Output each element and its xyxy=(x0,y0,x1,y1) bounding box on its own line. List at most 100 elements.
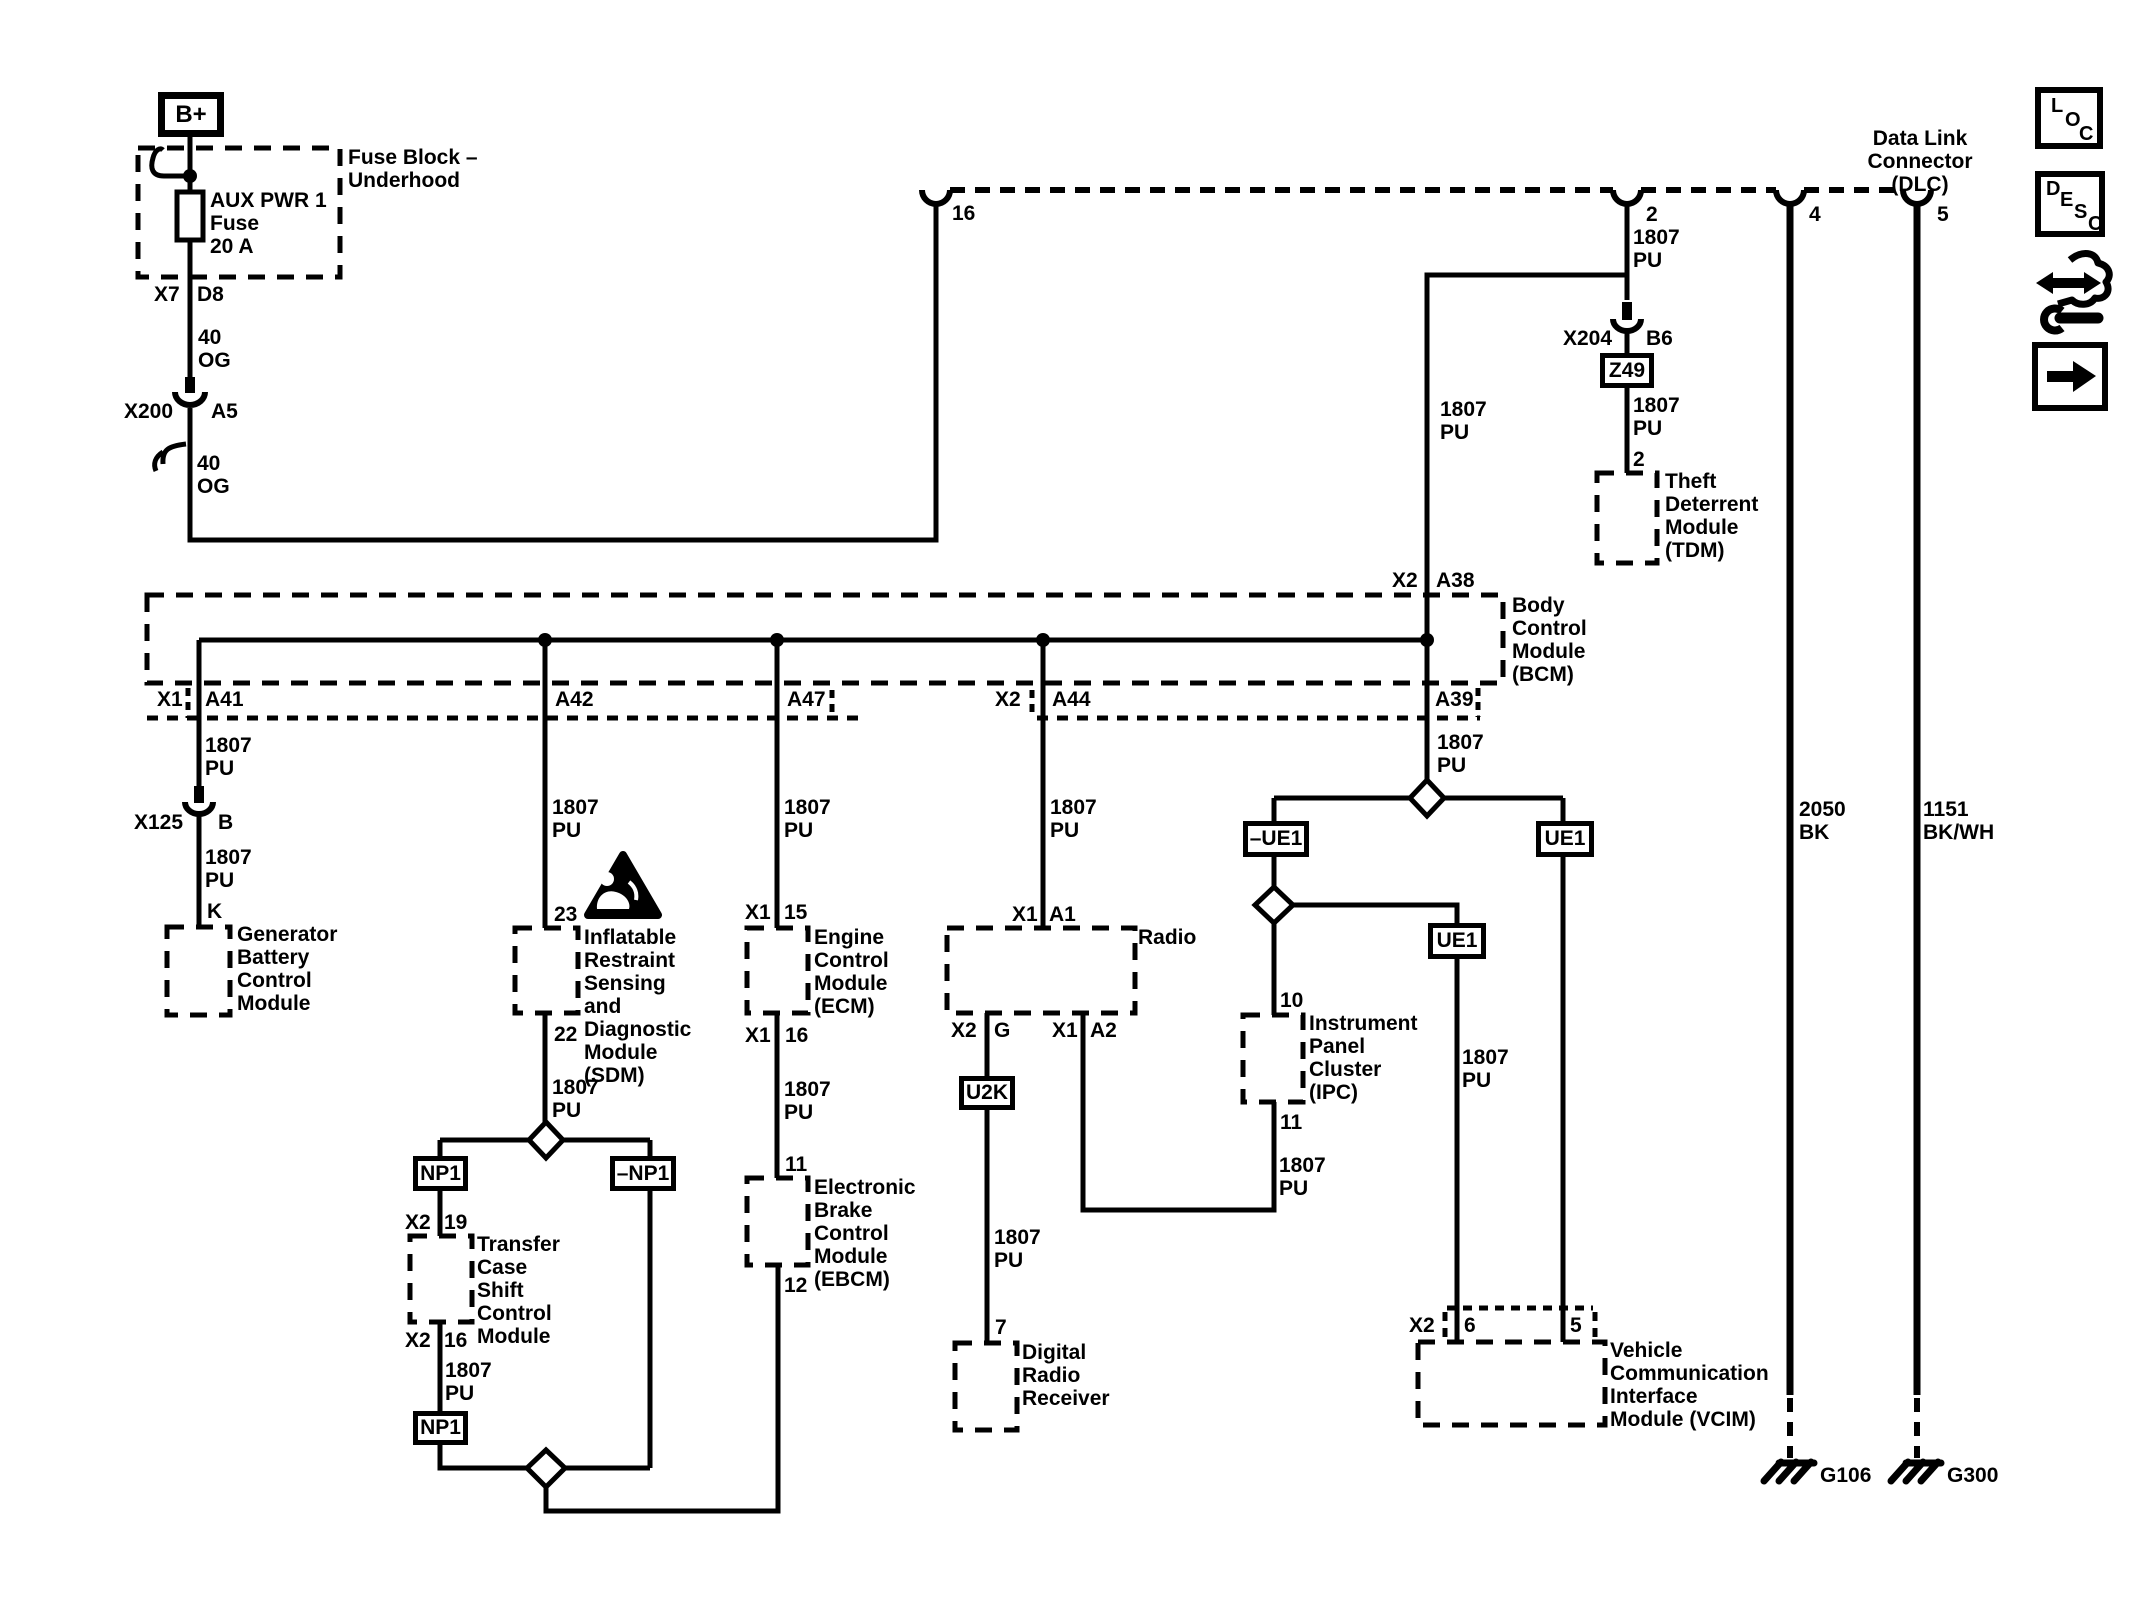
digital-radio-receiver-label: Digital Radio Receiver xyxy=(1022,1341,1110,1410)
tcase-conn-x2b: X2 xyxy=(405,1329,431,1352)
ecm-pin-16: 16 xyxy=(785,1024,809,1047)
bcm-conn-x2-a44: X2 xyxy=(995,688,1021,711)
forward-arrow-icon[interactable] xyxy=(2032,342,2108,411)
sdm-pin-23: 23 xyxy=(554,903,578,926)
connector-x204: X204 xyxy=(1563,327,1613,350)
bcm-pin-a47: A47 xyxy=(787,688,826,711)
ground-g300-label: G300 xyxy=(1947,1464,1999,1487)
dlc-pin5-connector-icon xyxy=(1900,189,1934,207)
fuse-element-icon xyxy=(174,189,206,243)
vcim-pin-5: 5 xyxy=(1570,1314,1582,1337)
bcm-box xyxy=(144,592,1506,686)
wire-1807-pu-a39: 1807 PU xyxy=(1437,731,1484,777)
vcim-conn-x2: X2 xyxy=(1409,1314,1435,1337)
tdm-box xyxy=(1594,470,1660,566)
wire-1151-bkwh-label: 1151 BK/WH xyxy=(1923,798,1995,844)
wire-1807-pu-tcase: 1807 PU xyxy=(445,1359,492,1405)
airbag-warning-triangle-icon xyxy=(584,851,662,919)
splice-pack-np1-top: NP1 xyxy=(413,1156,468,1191)
loc-icon[interactable]: L O C xyxy=(2035,87,2103,149)
connector-symbols xyxy=(172,189,1934,817)
tdm-label: Theft Deterrent Module (TDM) xyxy=(1665,470,1759,562)
pin-a5: A5 xyxy=(211,400,238,423)
ecm-conn-x1: X1 xyxy=(745,901,771,924)
wire-1807-pu-ipc: 1807 PU xyxy=(1279,1154,1326,1200)
splice-pack-neg-np1: –NP1 xyxy=(610,1156,676,1191)
digital-radio-receiver-box xyxy=(952,1340,1020,1433)
sdm-box xyxy=(512,925,581,1016)
splice-diamonds xyxy=(523,776,1448,1491)
junction-dots xyxy=(183,169,1434,647)
fuse-block-label: Fuse Block – Underhood xyxy=(348,146,478,192)
ipc-label: Instrument Panel Cluster (IPC) xyxy=(1309,1012,1418,1104)
wire-to-ebcm12 xyxy=(543,1265,781,1514)
dlc-pin-4: 4 xyxy=(1809,203,1821,226)
wire-1807-pu-a38: 1807 PU xyxy=(1440,398,1487,444)
connector-x125: X125 xyxy=(134,811,184,834)
x125-connector-icon xyxy=(182,801,216,817)
vcim-box xyxy=(1415,1339,1608,1428)
wire-1807-pu-a42: 1807 PU xyxy=(552,796,599,842)
generator-module-label: Generator Battery Control Module xyxy=(237,923,338,1015)
wire-1807-pu-tdm: 1807 PU xyxy=(1633,394,1680,440)
wire-1807-pu-a44: 1807 PU xyxy=(1050,796,1097,842)
dlc-pin2-connector-icon xyxy=(1610,189,1644,207)
fuse-block-box xyxy=(135,145,343,280)
splice-pack-ue1-right: UE1 xyxy=(1536,821,1594,857)
tcase-pin-16: 16 xyxy=(444,1329,468,1352)
ground-g106-label: G106 xyxy=(1820,1464,1872,1487)
bcm-pin-a44: A44 xyxy=(1052,688,1091,711)
sdm-label: Inflatable Restraint Sensing and Diagnos… xyxy=(584,926,692,1087)
connector-x200: X200 xyxy=(124,400,174,423)
dlc-pin-5: 5 xyxy=(1937,203,1949,226)
dlc-pin4-connector-icon xyxy=(1773,189,1807,207)
radio-pin-a1: A1 xyxy=(1049,903,1076,926)
battery-feed-tag: B+ xyxy=(158,92,224,137)
radio-label: Radio xyxy=(1138,926,1197,949)
x200-clip-icon xyxy=(152,441,187,472)
radio-conn-x1: X1 xyxy=(1012,903,1038,926)
wire-1807-pu-ue1: 1807 PU xyxy=(1462,1046,1509,1092)
pin-x7: X7 xyxy=(154,283,180,306)
wire-2050-bk-label: 2050 BK xyxy=(1799,798,1846,844)
wire-ue1-split xyxy=(1271,795,1566,822)
ecm-box xyxy=(744,925,811,1016)
dlc-pin-16: 16 xyxy=(952,202,976,225)
bcm-conn-x2: X2 xyxy=(1392,569,1418,592)
transfer-case-box xyxy=(407,1233,475,1325)
ipc-pin-11: 11 xyxy=(1280,1111,1303,1134)
radio-pin-a2: A2 xyxy=(1090,1019,1117,1042)
vcim-label: Vehicle Communication Interface Module (… xyxy=(1610,1339,1769,1431)
aux-pwr-fuse-label: AUX PWR 1 Fuse 20 A xyxy=(210,189,327,258)
ipc-box xyxy=(1240,1012,1306,1105)
generator-module-box xyxy=(164,924,233,1018)
radio-conn-x2: X2 xyxy=(951,1019,977,1042)
wire-1807-pu-a41b: 1807 PU xyxy=(205,846,252,892)
wires xyxy=(187,136,1630,1514)
wire-neg-np1 xyxy=(565,1190,653,1471)
x200-connector-icon xyxy=(172,391,208,408)
ebcm-pin-12: 12 xyxy=(784,1274,808,1297)
service-info-icon[interactable] xyxy=(2036,250,2113,335)
ecm-conn-x1b: X1 xyxy=(745,1024,771,1047)
pin-d8: D8 xyxy=(197,283,224,306)
ground-wires xyxy=(1786,204,1921,1458)
splice-pack-u2k: U2K xyxy=(959,1076,1015,1110)
radio-pin-g: G xyxy=(994,1019,1011,1042)
transfer-case-label: Transfer Case Shift Control Module xyxy=(477,1233,560,1348)
wire-ue1-vcim6 xyxy=(1293,902,1460,1342)
vcim-pin-6: 6 xyxy=(1464,1314,1476,1337)
splice-pack-neg-ue1: –UE1 xyxy=(1243,821,1309,857)
tcase-conn-x2: X2 xyxy=(405,1211,431,1234)
dlc-title: Data Link Connector (DLC) xyxy=(1867,127,1973,196)
desc-icon[interactable]: D E S C xyxy=(2035,171,2105,237)
ebcm-label: Electronic Brake Control Module (EBCM) xyxy=(814,1176,916,1291)
wire-transfer-case xyxy=(437,1190,527,1471)
sdm-pin-22: 22 xyxy=(554,1023,578,1046)
ecm-pin-15: 15 xyxy=(784,901,808,924)
splice-pack-z49: Z49 xyxy=(1600,353,1654,388)
ipc-pin-10: 10 xyxy=(1280,989,1304,1012)
g300-ground-icon xyxy=(1887,1458,1945,1485)
